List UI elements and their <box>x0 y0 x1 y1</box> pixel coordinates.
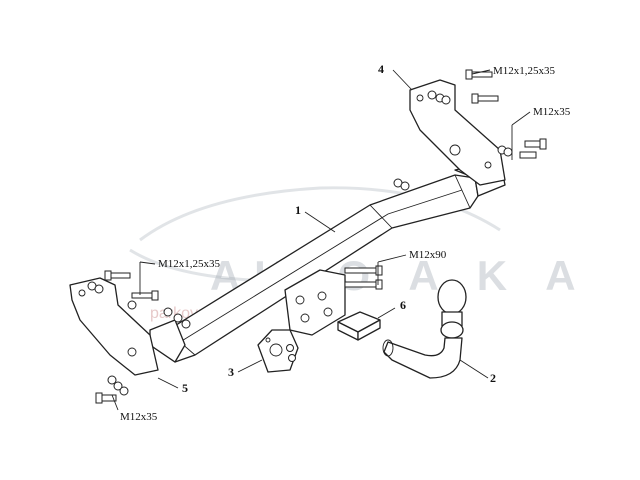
bolt-icon <box>286 265 383 362</box>
part-number-2: 2 <box>490 371 496 385</box>
bolt-spec-mid-left: M12x1,25x35 <box>158 258 221 270</box>
spacer-plate <box>337 311 381 341</box>
part-number-5: 5 <box>182 381 188 395</box>
bracket-left <box>69 277 159 376</box>
bolt-icon <box>393 69 547 191</box>
bolt-icon <box>87 270 191 329</box>
tow-ball-neck <box>382 279 467 379</box>
leader-lines <box>111 69 531 411</box>
part-number-4: 4 <box>378 62 384 76</box>
bolt-sets <box>87 69 547 404</box>
part-number-3: 3 <box>228 365 234 379</box>
bolt-spec-center: M12x90 <box>409 249 447 261</box>
part-number-6: 6 <box>400 298 406 312</box>
watermark: AUTO A K A parkovmarket <box>129 186 576 322</box>
bolt-icon <box>95 375 129 404</box>
bolt-spec-top-left: M12x1,25x35 <box>493 65 556 77</box>
bracket-right <box>409 79 506 186</box>
socket-plate <box>257 329 299 373</box>
bolt-spec-top-right: M12x35 <box>533 106 571 118</box>
bolt-spec-bottom-left: M12x35 <box>120 411 158 423</box>
part-number-1: 1 <box>295 203 301 217</box>
